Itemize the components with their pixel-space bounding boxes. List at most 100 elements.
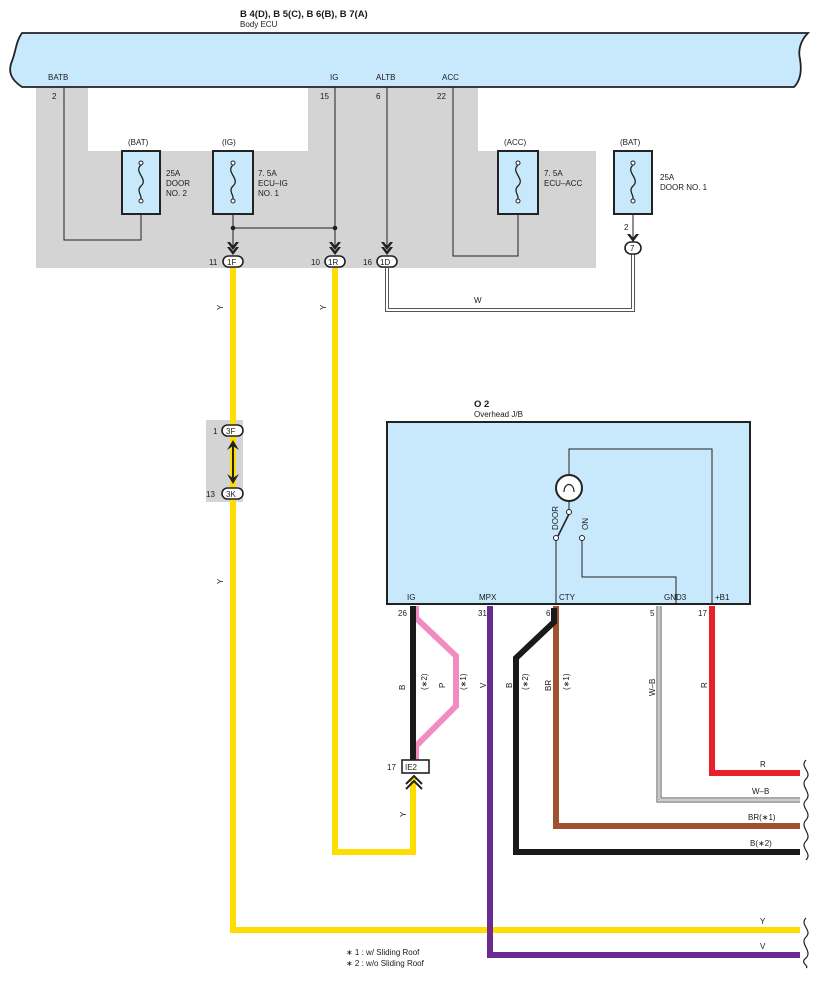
- wire-p-label: P: [438, 683, 447, 688]
- connector-1r: [324, 255, 346, 268]
- jb-pin-gnd3: 5: [650, 609, 655, 618]
- fuse-ecu-ig-rating: 7. 5A: [258, 169, 277, 178]
- ecu-terminal-batb: BATB: [48, 73, 68, 82]
- output-y: Y: [760, 917, 766, 926]
- connector-1d-pin: 16: [363, 258, 372, 267]
- body-ecu-bar: [9, 32, 811, 88]
- jb-internal-circuit: [555, 448, 713, 604]
- output-w-b: W–B: [752, 787, 769, 796]
- wire-y3-label: Y: [216, 578, 225, 584]
- output-r: R: [760, 760, 766, 769]
- jb-pin-cty: 6: [546, 609, 551, 618]
- fuse-door-no1: [613, 150, 653, 215]
- fuse-ecu-acc-header: (ACC): [504, 138, 527, 147]
- dome-lamp: [555, 474, 583, 502]
- ecu-title: B 4(D), B 5(C), B 6(B), B 7(A): [240, 9, 368, 20]
- wire-w-b: [656, 606, 800, 803]
- wire-wb-label: W–B: [648, 679, 657, 696]
- connector-1f: [222, 255, 244, 268]
- wire-w-label: W: [474, 296, 482, 305]
- splice-ig-ecu: [332, 225, 338, 231]
- wire-y-ie2-label: Y: [399, 811, 408, 817]
- connector-7: [624, 241, 642, 255]
- fuse-ecu-ig-no1: [212, 150, 254, 215]
- jb-pin-ig: 26: [398, 609, 407, 618]
- connector-ie2-pin: 17: [387, 763, 396, 772]
- fuse-ecu-acc: [497, 150, 539, 215]
- wire-r-label: R: [700, 682, 709, 688]
- ecu-pin-acc: 22: [437, 92, 446, 101]
- connector-3f-pin: 1: [213, 427, 218, 436]
- fuse-ecu-ig-num: NO. 1: [258, 189, 279, 198]
- jb-terminal-ig: IG: [407, 593, 415, 602]
- connector-3f-code: 3F: [226, 427, 235, 436]
- jb-terminal-b1: +B1: [715, 593, 730, 602]
- wire-red-r: [709, 606, 800, 776]
- fuse-ecu-acc-rating: 7. 5A: [544, 169, 563, 178]
- ecu-subtitle: Body ECU: [240, 20, 278, 29]
- connector-1f-pin: 11: [209, 258, 218, 267]
- fuse-door-no1-rating: 25A: [660, 173, 675, 182]
- wire-v-label: V: [479, 682, 488, 688]
- jb-pin-mpx: 31: [478, 609, 487, 618]
- ecu-terminal-altb: ALTB: [376, 73, 395, 82]
- fuse-door-no2-header: (BAT): [128, 138, 149, 147]
- wire-purple-v: [487, 606, 800, 958]
- fuse-door-no1-header: (BAT): [620, 138, 641, 147]
- wire-b-cty-label: B: [505, 683, 514, 688]
- ecu-pin-batb: 2: [52, 92, 57, 101]
- jb-terminal-mpx: MPX: [479, 593, 497, 602]
- wire-b-ig-note: (∗2): [420, 673, 429, 690]
- output-v: V: [760, 942, 766, 951]
- connector-1r-code: 1R: [328, 258, 338, 267]
- wire-p-note: (∗1): [459, 673, 468, 690]
- jb-terminal-cty: CTY: [559, 593, 576, 602]
- wire-b-ig-label: B: [398, 685, 407, 690]
- connector-arrows: [227, 234, 639, 255]
- gray-area-ecu: [36, 86, 596, 268]
- wire-w: [385, 252, 635, 312]
- jb-subtitle: Overhead J/B: [474, 410, 523, 419]
- switch-door-label: DOOR: [551, 506, 560, 530]
- ecu-pin-ig: 15: [320, 92, 329, 101]
- wire-y-1r: [332, 268, 416, 855]
- jb-terminal-gnd3: GND3: [664, 593, 687, 602]
- connector-3k: [221, 487, 244, 500]
- connector-7-pin: 2: [624, 223, 629, 232]
- connector-1d: [376, 255, 398, 268]
- wire-b-cty-note: (∗2): [521, 673, 530, 690]
- continuation-marks: [803, 759, 809, 969]
- ecu-pin-altb: 6: [376, 92, 381, 101]
- fuse-door-no2: [121, 150, 161, 215]
- wire-black-cty: [513, 608, 800, 855]
- connector-ie2: [401, 759, 430, 790]
- connector-ie2-code: IE2: [405, 763, 418, 772]
- output-b: B(∗2): [750, 839, 772, 848]
- note-sliding-roof-2: ∗ 2 : w/o Sliding Roof: [346, 959, 425, 968]
- wire-y1-label: Y: [216, 304, 225, 310]
- switch-door-contact: [553, 535, 559, 541]
- jb-pin-b1: 17: [698, 609, 707, 618]
- note-sliding-roof-1: ∗ 1 : w/ Sliding Roof: [346, 948, 420, 957]
- connector-3k-pin: 13: [206, 490, 215, 499]
- ecu-terminal-acc: ACC: [442, 73, 459, 82]
- connector-1f-code: 1F: [227, 258, 236, 267]
- splice-ig-fuse: [230, 225, 236, 231]
- fuse-ecu-acc-name: ECU–ACC: [544, 179, 582, 188]
- wire-br-note: (∗1): [562, 673, 571, 690]
- fuse-door-no2-num: NO. 2: [166, 189, 187, 198]
- ecu-terminal-ig: IG: [330, 73, 338, 82]
- fuse-door-no1-name: DOOR NO. 1: [660, 183, 708, 192]
- jb-title: O 2: [474, 399, 489, 410]
- connector-1r-pin: 10: [311, 258, 320, 267]
- fuse-door-no2-rating: 25A: [166, 169, 181, 178]
- wire-br-label: BR: [544, 680, 553, 691]
- output-br: BR(∗1): [748, 813, 776, 822]
- switch-on-label: ON: [581, 518, 590, 530]
- connector-7-code: 7: [630, 244, 635, 253]
- connector-3f: [221, 424, 244, 437]
- wire-brown-br: [553, 606, 800, 829]
- switch-pivot: [566, 509, 572, 515]
